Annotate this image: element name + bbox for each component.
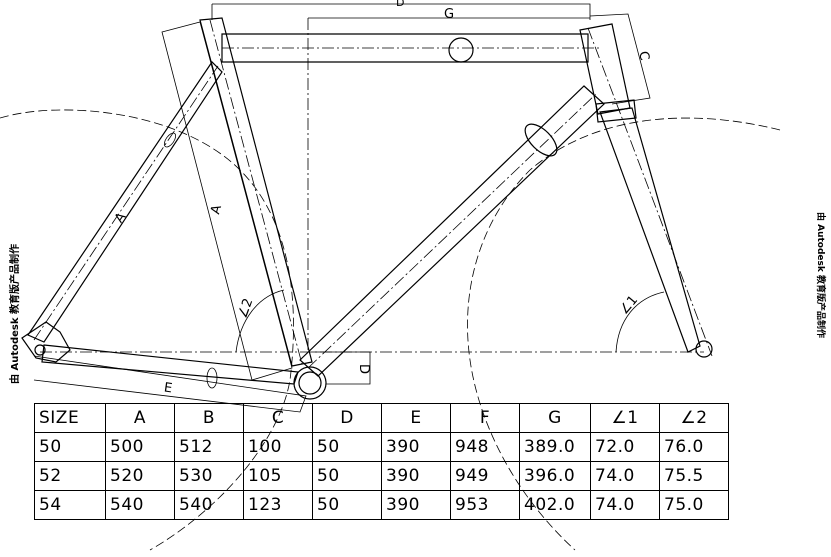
seat-tube bbox=[199, 17, 313, 367]
fork-crown bbox=[595, 99, 637, 123]
table-header-cell: ∠2 bbox=[659, 403, 729, 433]
table-header-cell: B bbox=[174, 403, 244, 433]
seat-stay-mark bbox=[163, 132, 177, 148]
label-a-seat: A bbox=[208, 203, 225, 216]
down-tube-centerline bbox=[307, 93, 597, 369]
watermark-left: 由 Autodesk 教育版产品制作 bbox=[8, 244, 21, 384]
seat-tube-centerline bbox=[209, 19, 303, 365]
chain-stay-mark bbox=[206, 367, 218, 389]
table-cell: 50 bbox=[312, 461, 382, 491]
table-header-cell: ∠1 bbox=[590, 403, 660, 433]
table-cell: 54 bbox=[34, 490, 106, 520]
table-cell: 50 bbox=[34, 432, 106, 462]
angle2-arc bbox=[235, 289, 285, 353]
table-cell: 390 bbox=[381, 432, 451, 462]
table-cell: 100 bbox=[243, 432, 313, 462]
table-cell: 75.0 bbox=[659, 490, 729, 520]
down-tube bbox=[299, 85, 605, 377]
label-angle1: ∠1 bbox=[617, 293, 641, 318]
rear-axle bbox=[34, 344, 46, 356]
table-cell: 953 bbox=[450, 490, 520, 520]
table-cell: 105 bbox=[243, 461, 313, 491]
table-cell: 949 bbox=[450, 461, 520, 491]
table-cell: 396.0 bbox=[519, 461, 591, 491]
table-cell: 76.0 bbox=[659, 432, 729, 462]
table-row: 50 500 512 100 50 390 948 389.0 72.0 76.… bbox=[34, 432, 729, 462]
table-cell: 75.5 bbox=[659, 461, 729, 491]
top-dimension-box bbox=[211, 3, 591, 20]
table-cell: 390 bbox=[381, 461, 451, 491]
label-a-stay: A bbox=[112, 210, 129, 226]
label-top-d: D bbox=[396, 0, 404, 9]
table-cell: 500 bbox=[105, 432, 175, 462]
top-tube bbox=[221, 33, 589, 63]
table-cell: 402.0 bbox=[519, 490, 591, 520]
table-row: 52 520 530 105 50 390 949 396.0 74.0 75.… bbox=[34, 461, 729, 491]
table-header-cell: G bbox=[519, 403, 591, 433]
table-header-row: SIZE A B C D E F G ∠1 ∠2 bbox=[34, 403, 729, 433]
label-d: D bbox=[356, 364, 371, 374]
watermark-right: 由 Autodesk 教育版产品制作 bbox=[815, 212, 827, 338]
label-c: C bbox=[635, 50, 651, 62]
seat-stay-centerline bbox=[33, 65, 219, 341]
table-cell: 50 bbox=[312, 490, 382, 520]
table-cell: 530 bbox=[174, 461, 244, 491]
table-cell: 512 bbox=[174, 432, 244, 462]
table-cell: 74.0 bbox=[590, 490, 660, 520]
label-e: E bbox=[163, 381, 173, 397]
table-cell: 948 bbox=[450, 432, 520, 462]
seat-tube-dim-band bbox=[161, 21, 293, 381]
table-cell: 390 bbox=[381, 490, 451, 520]
table-cell: 72.0 bbox=[590, 432, 660, 462]
table-cell: 52 bbox=[34, 461, 106, 491]
angle1-arc bbox=[615, 291, 665, 353]
table-cell: 520 bbox=[105, 461, 175, 491]
label-angle2: ∠2 bbox=[235, 297, 256, 321]
table-cell: 50 bbox=[312, 432, 382, 462]
chain-stay bbox=[41, 344, 299, 385]
table-cell: 123 bbox=[243, 490, 313, 520]
table-header-cell: D bbox=[312, 403, 382, 433]
table-cell: 389.0 bbox=[519, 432, 591, 462]
rear-wheel-arc bbox=[0, 109, 294, 551]
label-g: G bbox=[444, 7, 454, 22]
bottom-bracket-outer bbox=[293, 366, 327, 400]
front-dropout bbox=[695, 340, 713, 358]
table-cell: 74.0 bbox=[590, 461, 660, 491]
table-header-cell: C bbox=[243, 403, 313, 433]
table-header-cell: F bbox=[450, 403, 520, 433]
seat-stay bbox=[27, 61, 223, 343]
table-header-cell: E bbox=[381, 403, 451, 433]
geometry-table: SIZE A B C D E F G ∠1 ∠2 50 500 512 100 … bbox=[34, 403, 729, 520]
table-cell: 540 bbox=[105, 490, 175, 520]
down-tube-mark bbox=[524, 123, 558, 157]
head-tube-dim-box bbox=[589, 13, 651, 105]
table-cell: 540 bbox=[174, 490, 244, 520]
table-header-cell: SIZE bbox=[34, 403, 106, 433]
fork bbox=[599, 107, 701, 353]
bottom-bracket-inner bbox=[298, 371, 322, 395]
top-tube-mark bbox=[448, 37, 474, 63]
table-row: 54 540 540 123 50 390 953 402.0 74.0 75.… bbox=[34, 490, 729, 520]
table-header-cell: A bbox=[105, 403, 175, 433]
rear-dropout bbox=[21, 321, 71, 363]
head-tube-centerline bbox=[587, 27, 713, 357]
